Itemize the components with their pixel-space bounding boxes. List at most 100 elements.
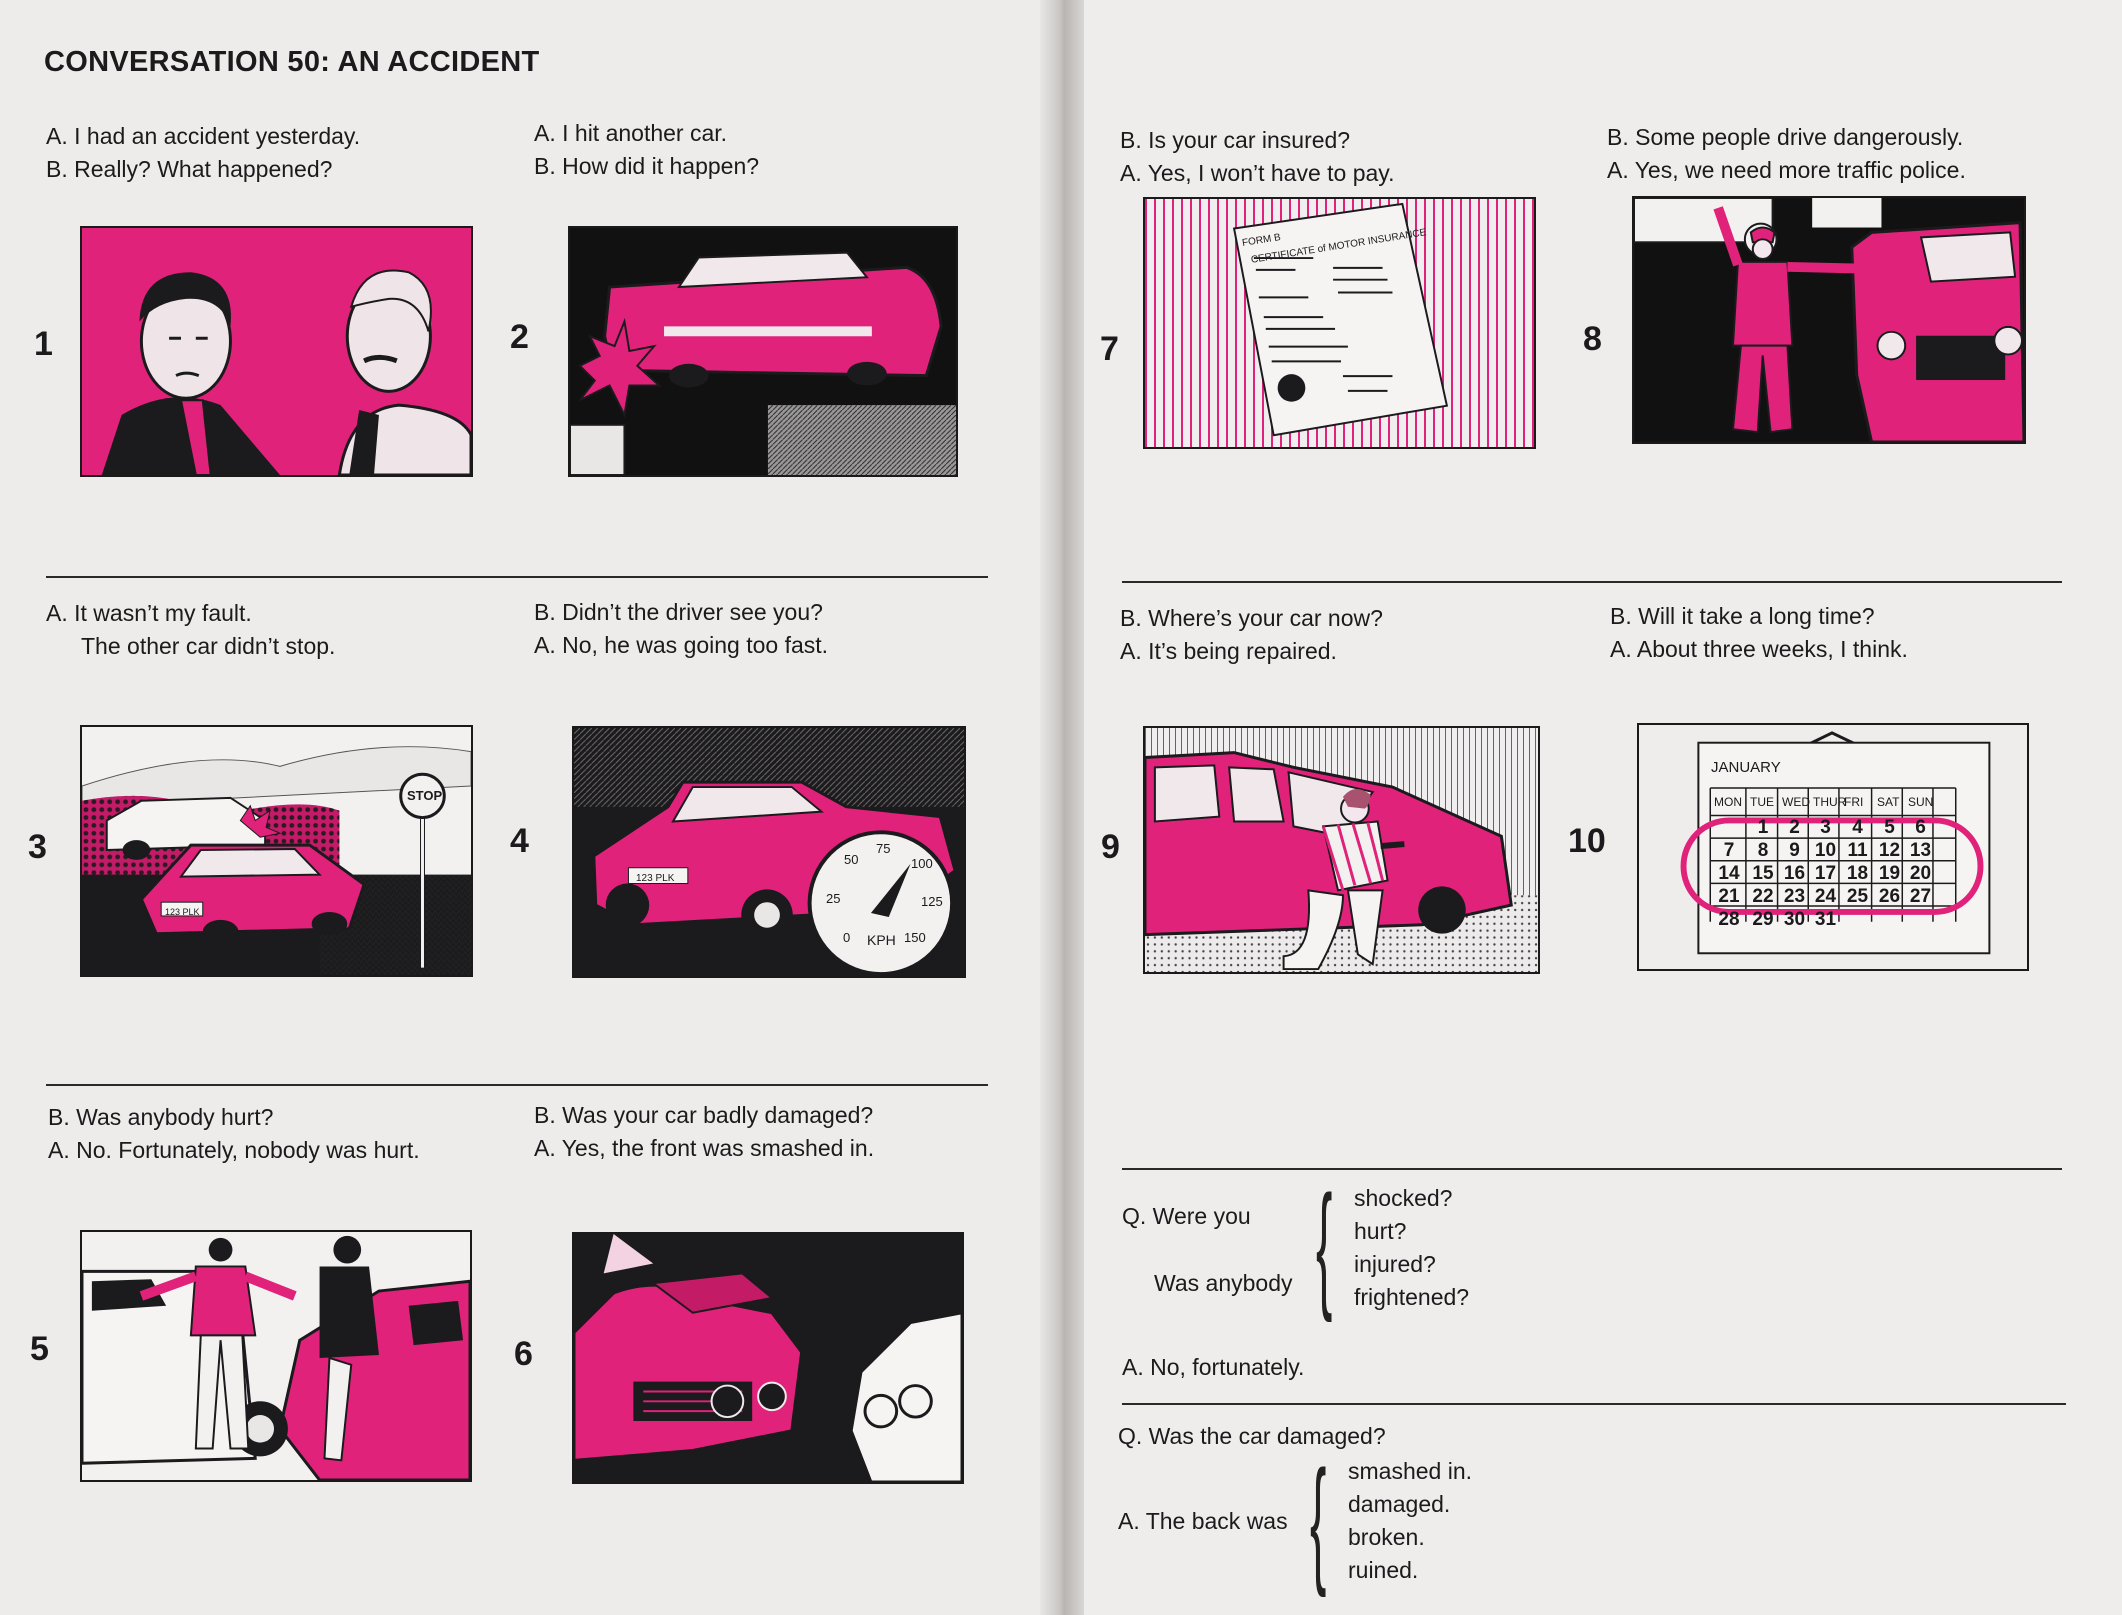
calendar-day: 27 <box>1909 886 1932 907</box>
dialogue-3: A. It wasn’t my fault. The other car did… <box>46 597 335 663</box>
brace: { <box>1310 1441 1327 1598</box>
dialogue-line: B. Is your car insured? <box>1120 127 1351 153</box>
calendar-day: 28 <box>1718 909 1740 930</box>
panel-number: 4 <box>510 822 529 860</box>
calendar-weekday: FRI <box>1844 795 1864 809</box>
calendar-day: 4 <box>1852 817 1863 838</box>
dialogue-line: The other car didn’t stop. <box>81 633 336 659</box>
calendar-day: 14 <box>1718 863 1740 884</box>
gauge-tick: 75 <box>876 841 891 856</box>
dialogue-8: B. Some people drive dangerously. A. Yes… <box>1607 121 1966 187</box>
dialogue-5: B. Was anybody hurt? A. No. Fortunately,… <box>48 1101 420 1167</box>
calendar-day: 25 <box>1846 886 1869 907</box>
dialogue-6: B. Was your car badly damaged? A. Yes, t… <box>534 1099 874 1165</box>
calendar-weekday: MON <box>1714 795 1742 809</box>
calendar-weekday: SAT <box>1877 795 1900 809</box>
panel-number: 5 <box>30 1330 49 1368</box>
dialogue-line: B. Was your car badly damaged? <box>534 1102 874 1128</box>
drill-option: frightened? <box>1354 1284 1470 1310</box>
panel-number: 6 <box>514 1335 533 1373</box>
gauge-unit: KPH <box>867 932 896 948</box>
calendar-day: 10 <box>1814 840 1837 861</box>
license-plate: 123 PLK <box>636 873 675 884</box>
calendar-weekday: SUN <box>1908 795 1934 809</box>
dialogue-10: B. Will it take a long time? A. About th… <box>1610 600 1908 666</box>
gauge-tick: 100 <box>911 856 933 871</box>
calendar-day: 16 <box>1783 863 1806 884</box>
calendar-day: 31 <box>1814 909 1837 930</box>
drill-option: ruined. <box>1348 1557 1419 1583</box>
illustration-car-collision <box>568 226 958 477</box>
dialogue-line: B. Where’s your car now? <box>1120 605 1383 631</box>
dialogue-line: A. About three weeks, I think. <box>1610 636 1908 662</box>
calendar-month: JANUARY <box>1711 759 1781 776</box>
dialogue-line: B. Was anybody hurt? <box>48 1104 274 1130</box>
drill-option: hurt? <box>1354 1218 1407 1244</box>
divider <box>46 1084 988 1086</box>
illustration-car-repair <box>1143 726 1540 974</box>
panel-number: 8 <box>1583 320 1602 358</box>
drill-option: smashed in. <box>1348 1458 1473 1484</box>
panel-number: 3 <box>28 828 47 866</box>
dialogue-line: A. It wasn’t my fault. <box>46 600 252 626</box>
dialogue-line: B. Some people drive dangerously. <box>1607 124 1964 150</box>
brace: { <box>1316 1166 1333 1323</box>
illustration-insurance-certificate: FORM B CERTIFICATE of MOTOR INSURANCE <box>1143 197 1536 449</box>
calendar-day: 30 <box>1783 909 1806 930</box>
calendar-weekday: TUE <box>1750 795 1774 809</box>
dialogue-line: A. Yes, we need more traffic police. <box>1607 157 1966 183</box>
panel-number: 10 <box>1568 822 1606 860</box>
page-title: CONVERSATION 50: AN ACCIDENT <box>44 46 540 78</box>
drill-option: damaged. <box>1348 1491 1451 1517</box>
dialogue-2: A. I hit another car. B. How did it happ… <box>534 117 759 183</box>
calendar-day: 21 <box>1718 886 1740 907</box>
dialogue-line: A. I had an accident yesterday. <box>46 123 361 149</box>
calendar-day: 7 <box>1723 840 1735 861</box>
calendar-day: 2 <box>1789 817 1800 838</box>
drill-question-2: Was anybody <box>1154 1270 1293 1296</box>
dialogue-7: B. Is your car insured? A. Yes, I won’t … <box>1120 124 1394 190</box>
dialogue-line: A. No, he was going too fast. <box>534 632 829 658</box>
calendar-day: 13 <box>1909 840 1932 861</box>
dialogue-line: B. How did it happen? <box>534 153 760 179</box>
illustration-smashed-front <box>572 1232 964 1484</box>
drill-options-2: smashed in. damaged. broken. ruined. <box>1348 1455 1472 1587</box>
dialogue-line: A. Yes, the front was smashed in. <box>534 1135 875 1161</box>
drill-option: injured? <box>1354 1251 1436 1277</box>
drill-answer-2: A. The back was <box>1118 1508 1288 1534</box>
dialogue-4: B. Didn’t the driver see you? A. No, he … <box>534 596 828 662</box>
calendar-day: 12 <box>1878 840 1901 861</box>
gauge-tick: 125 <box>921 894 943 909</box>
calendar-day: 29 <box>1752 909 1774 930</box>
calendar-day: 18 <box>1846 863 1869 884</box>
dialogue-line: A. No. Fortunately, nobody was hurt. <box>48 1137 420 1163</box>
license-plate: 123 PLK <box>165 907 200 917</box>
panel-number: 1 <box>34 325 53 363</box>
dialogue-line: A. It’s being repaired. <box>1120 638 1337 664</box>
calendar-day: 6 <box>1915 817 1926 838</box>
dialogue-line: A. Yes, I won’t have to pay. <box>1120 160 1395 186</box>
gauge-tick: 0 <box>843 930 851 945</box>
illustration-two-men <box>80 226 473 477</box>
divider <box>1122 1403 2066 1405</box>
panel-number: 7 <box>1100 330 1119 368</box>
illustration-crash-scene <box>80 1230 472 1482</box>
gauge-tick: 150 <box>904 930 926 945</box>
divider <box>46 576 988 578</box>
calendar-day: 15 <box>1752 863 1774 884</box>
calendar-day: 11 <box>1847 840 1868 861</box>
panel-number: 9 <box>1101 828 1120 866</box>
dialogue-line: B. Didn’t the driver see you? <box>534 599 823 625</box>
panel-number: 2 <box>510 318 529 356</box>
illustration-speeding-car: 123 PLK 0 25 50 75 100 125 150 KPH <box>572 726 966 978</box>
dialogue-line: B. Will it take a long time? <box>1610 603 1875 629</box>
drill-question-1: Q. Were you <box>1122 1203 1251 1229</box>
book-gutter <box>1040 0 1084 1615</box>
drill-option: shocked? <box>1354 1185 1453 1211</box>
dialogue-line: B. Really? What happened? <box>46 156 333 182</box>
calendar-weekday: WED <box>1782 795 1810 809</box>
calendar-day: 17 <box>1814 863 1837 884</box>
dialogue-9: B. Where’s your car now? A. It’s being r… <box>1120 602 1383 668</box>
divider <box>1122 1168 2062 1170</box>
